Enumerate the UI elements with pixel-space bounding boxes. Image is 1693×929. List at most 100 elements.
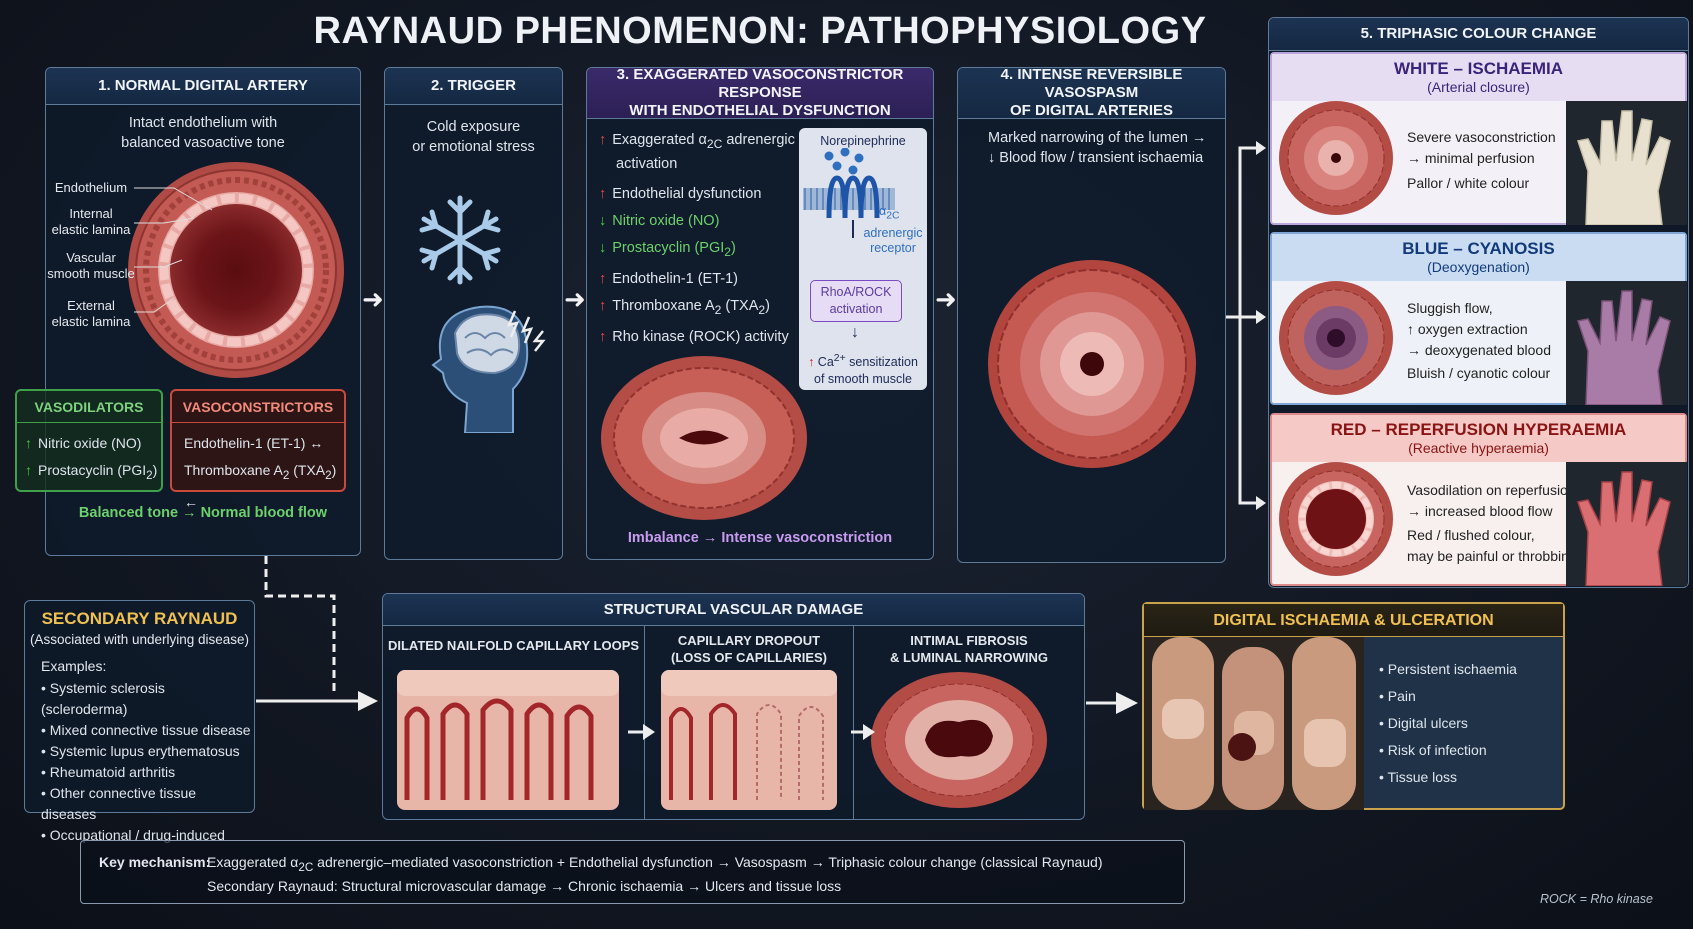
phase-blue: BLUE – CYANOSIS (Deoxygenation) Sluggish… [1270, 232, 1687, 405]
panel-3-header-1: 3. EXAGGERATED VASOCONSTRICTOR RESPONSE [616, 66, 904, 101]
panel-secondary-raynaud: SECONDARY RAYNAUD (Associated with under… [24, 600, 255, 843]
panel-trigger: 2. TRIGGER Cold exposure or emotional st… [384, 67, 563, 560]
arrow-up-icon: ↑ [599, 297, 607, 314]
p3-item-rock: Rho kinase (ROCK) activity [612, 328, 789, 345]
label-iel-2: elastic lamina [51, 222, 131, 237]
vasoconstrictor-txa2: Thromboxane A [184, 462, 283, 478]
phase-white-l1: Severe vasoconstriction [1407, 129, 1556, 145]
phase-white: WHITE – ISCHAEMIA (Arterial closure) Sev… [1270, 52, 1687, 225]
fibrosis-label-1: INTIMAL FIBROSIS [910, 633, 1028, 648]
label-eel-1: External [67, 298, 115, 313]
panel-4-header-2: OF DIGITAL ARTERIES [1009, 102, 1174, 119]
p3-item-et1: Endothelin-1 (ET-1) [612, 270, 738, 287]
ulcer-head: DIGITAL ISCHAEMIA & ULCERATION [1144, 604, 1563, 637]
secondary-list: • Systemic sclerosis (scleroderma) • Mix… [41, 678, 254, 846]
arrow-down-icon: ↓ [851, 324, 859, 341]
arrow-right-icon [256, 691, 378, 711]
arrow-right-icon: ➜ [362, 284, 384, 314]
phase-red: RED – REPERFUSION HYPERAEMIA (Reactive h… [1270, 413, 1687, 586]
secondary-head: SECONDARY RAYNAUD [41, 609, 238, 628]
phase-red-l4: may be painful or throbbing [1407, 548, 1577, 564]
key-line-2: Secondary Raynaud: Structural microvascu… [207, 878, 842, 894]
p2-desc-1: Cold exposure [426, 119, 521, 135]
phase-red-title: RED – REPERFUSION HYPERAEMIA [1330, 420, 1627, 439]
p3-item-alpha: Exaggerated α [612, 132, 707, 148]
list-item: • Tissue loss [1379, 769, 1458, 785]
branch-arrows [1226, 141, 1266, 510]
panel-2-header: 2. TRIGGER [385, 68, 562, 105]
footnote: ROCK = Rho kinase [1540, 892, 1653, 906]
vasodilators-box: VASODILATORS ↑ Nitric oxide (NO) ↑ Prostac… [15, 389, 163, 492]
phase-blue-title: BLUE – CYANOSIS [1402, 239, 1555, 258]
vasoconstrictors-box: VASOCONSTRICTORS Endothelin-1 (ET-1) ↔ T… [170, 389, 346, 510]
red-phase-artery-illustration [1279, 462, 1393, 576]
dropout-label-2: (LOSS OF CAPILLARIES) [671, 650, 827, 665]
arrow-down-icon: ↓ [599, 239, 607, 256]
norepinephrine-label: Norepinephrine [820, 134, 906, 148]
label-vsm-2: smooth muscle [47, 266, 135, 281]
arrow-up-icon: ↑ [25, 462, 32, 478]
capillary-dropout-section: CAPILLARY DROPOUT (LOSS OF CAPILLARIES) [645, 626, 854, 819]
panel-3-header-2: WITH ENDOTHELIAL DYSFUNCTION [629, 102, 891, 119]
dilated-capillary-loops-illustration [397, 670, 619, 810]
calcium-label: Ca [817, 355, 834, 370]
flushed-hand-image [1566, 462, 1687, 586]
structural-head: STRUCTURAL VASCULAR DAMAGE [383, 594, 1084, 626]
pale-hand-image [1566, 101, 1687, 225]
ulcer-list: • Persistent ischaemia • Pain • Digital … [1379, 656, 1517, 791]
arrow-up-icon: ↑ [808, 355, 818, 370]
panel-5-header: 5. TRIPHASIC COLOUR CHANGE [1269, 18, 1688, 51]
phase-white-l3: Pallor / white colour [1407, 175, 1530, 191]
phase-red-l3: Red / flushed colour, [1407, 527, 1535, 543]
vasoconstrictor-et1: Endothelin-1 (ET-1) ↔ [184, 435, 324, 451]
label-vsm-1: Vascular [66, 250, 116, 265]
snowflake-icon [415, 193, 505, 288]
phase-white-title: WHITE – ISCHAEMIA [1393, 59, 1564, 78]
calcium-label-2: of smooth muscle [814, 372, 912, 387]
vasodilator-no: Nitric oxide (NO) [38, 435, 142, 451]
p2-desc-2: or emotional stress [412, 139, 535, 155]
secondary-sub: (Associated with underlying disease) [29, 632, 250, 647]
p1-desc-2: balanced vasoactive tone [121, 135, 285, 151]
arrow-right-icon [1086, 692, 1138, 714]
arrow-up-icon: ↑ [25, 435, 32, 451]
secondary-examples-label: Examples: [41, 658, 107, 674]
phase-white-l2: → minimal perfusion [1407, 150, 1535, 166]
receptor-label-1: adrenergic [863, 226, 923, 240]
cyanotic-hand-image [1566, 281, 1687, 405]
panel-1-header: 1. NORMAL DIGITAL ARTERY [46, 68, 360, 105]
p3-item-txa2: Thromboxane A [612, 297, 715, 314]
head-brain-icon [425, 293, 555, 433]
p4-desc-2: ↓ Blood flow / transient ischaemia [988, 150, 1204, 166]
nailfold-label: DILATED NAILFOLD CAPILLARY LOOPS [387, 638, 640, 653]
arrow-down-icon: ↓ [599, 212, 607, 229]
intimal-fibrosis-section: INTIMAL FIBROSIS & LUMINAL NARROWING [854, 626, 1084, 819]
key-mechanism-box: Key mechanism: Exaggerated α2C adrenergi… [80, 840, 1185, 904]
phase-blue-l4: Bluish / cyanotic colour [1407, 365, 1551, 381]
p4-desc-1: Marked narrowing of the lumen → [988, 130, 1207, 146]
capillary-dropout-illustration [661, 670, 837, 810]
panel-vasoconstrictor-response: 3. EXAGGERATED VASOCONSTRICTOR RESPONSE … [586, 66, 934, 560]
vasodilator-pgi2: Prostacyclin (PGI [38, 462, 147, 478]
fibrosis-label-2: & LUMINAL NARROWING [890, 650, 1048, 665]
panel-structural-damage: STRUCTURAL VASCULAR DAMAGE DILATED NAILF… [382, 593, 1085, 820]
phase-blue-l2: ↑ oxygen extraction [1407, 321, 1528, 337]
vasodilators-head: VASODILATORS [17, 391, 161, 423]
key-line-1: Exaggerated α [207, 854, 299, 870]
list-item: • Risk of infection [1379, 742, 1487, 758]
phase-blue-sub: (Deoxygenation) [1427, 259, 1530, 275]
arrow-up-icon: ↑ [599, 185, 607, 202]
ulcerated-fingers-image [1144, 637, 1364, 810]
p1-footer: Balanced tone → Normal blood flow [78, 505, 328, 521]
arrow-right-icon: ➜ [564, 284, 586, 314]
list-item: • Digital ulcers [1379, 715, 1468, 731]
p3-item-pgi2: Prostacyclin (PGI [612, 239, 725, 256]
nailfold-section: DILATED NAILFOLD CAPILLARY LOOPS [383, 626, 645, 819]
list-item: • Mixed connective tissue disease [41, 722, 251, 738]
panel-4-header-1: 4. INTENSE REVERSIBLE VASOSPASM [1000, 66, 1183, 101]
phase-blue-l1: Sluggish flow, [1407, 300, 1493, 316]
dropout-label-1: CAPILLARY DROPOUT [677, 633, 821, 648]
phase-red-sub: (Reactive hyperaemia) [1408, 440, 1549, 456]
dashed-connector [264, 556, 336, 696]
list-item: • Occupational / drug-induced [41, 827, 225, 843]
